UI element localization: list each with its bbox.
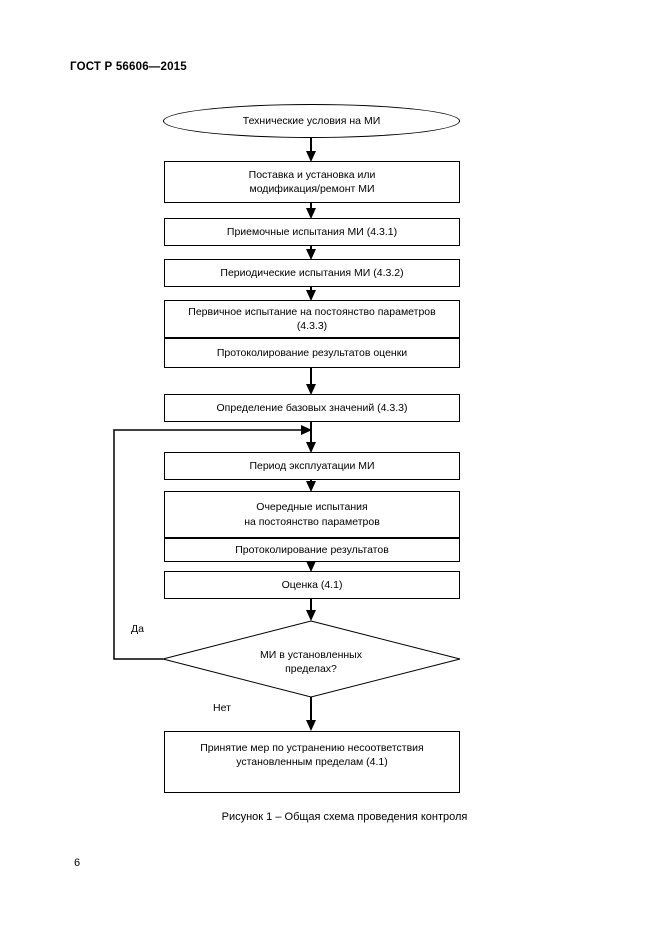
- edge-label-yes: Да: [131, 623, 144, 635]
- flow-node-initial-constancy-test[interactable]: Первичное испытание на постоянство парам…: [164, 300, 460, 338]
- flow-node-evaluation[interactable]: Оценка (4.1): [164, 571, 460, 599]
- flow-node-corrective-actions[interactable]: Принятие мер по устранению несоответстви…: [164, 731, 460, 793]
- arrowhead-n12-n13: [306, 720, 316, 731]
- arrowhead-n11-n12: [306, 610, 316, 621]
- flow-node-acceptance-tests[interactable]: Приемочные испытания МИ (4.3.1): [164, 218, 460, 246]
- flow-node-periodic-tests[interactable]: Периодические испытания МИ (4.3.2): [164, 259, 460, 287]
- arrowhead-feedback-join: [301, 425, 312, 435]
- flow-node-delivery-installation[interactable]: Поставка и установка или модификация/рем…: [164, 161, 460, 203]
- document-header-standard-number: ГОСТ Р 56606—2015: [70, 61, 187, 73]
- page-number: 6: [74, 857, 81, 869]
- flow-node-regular-constancy-tests[interactable]: Очередные испытания на постоянство парам…: [164, 491, 460, 538]
- flow-node-terminator-start[interactable]: Технические условия на МИ: [163, 104, 460, 138]
- flow-node-decision-within-limits[interactable]: МИ в установленных пределах?: [260, 649, 362, 676]
- flow-node-operation-period[interactable]: Период эксплуатации МИ: [164, 452, 460, 480]
- flow-node-record-evaluation-results[interactable]: Протоколирование результатов оценки: [164, 338, 460, 368]
- edge-label-no: Нет: [213, 702, 231, 714]
- flow-node-record-results[interactable]: Протоколирование результатов: [164, 538, 460, 562]
- flow-node-determine-baseline-values[interactable]: Определение базовых значений (4.3.3): [164, 394, 460, 422]
- figure-caption: Рисунок 1 – Общая схема проведения контр…: [221, 811, 468, 823]
